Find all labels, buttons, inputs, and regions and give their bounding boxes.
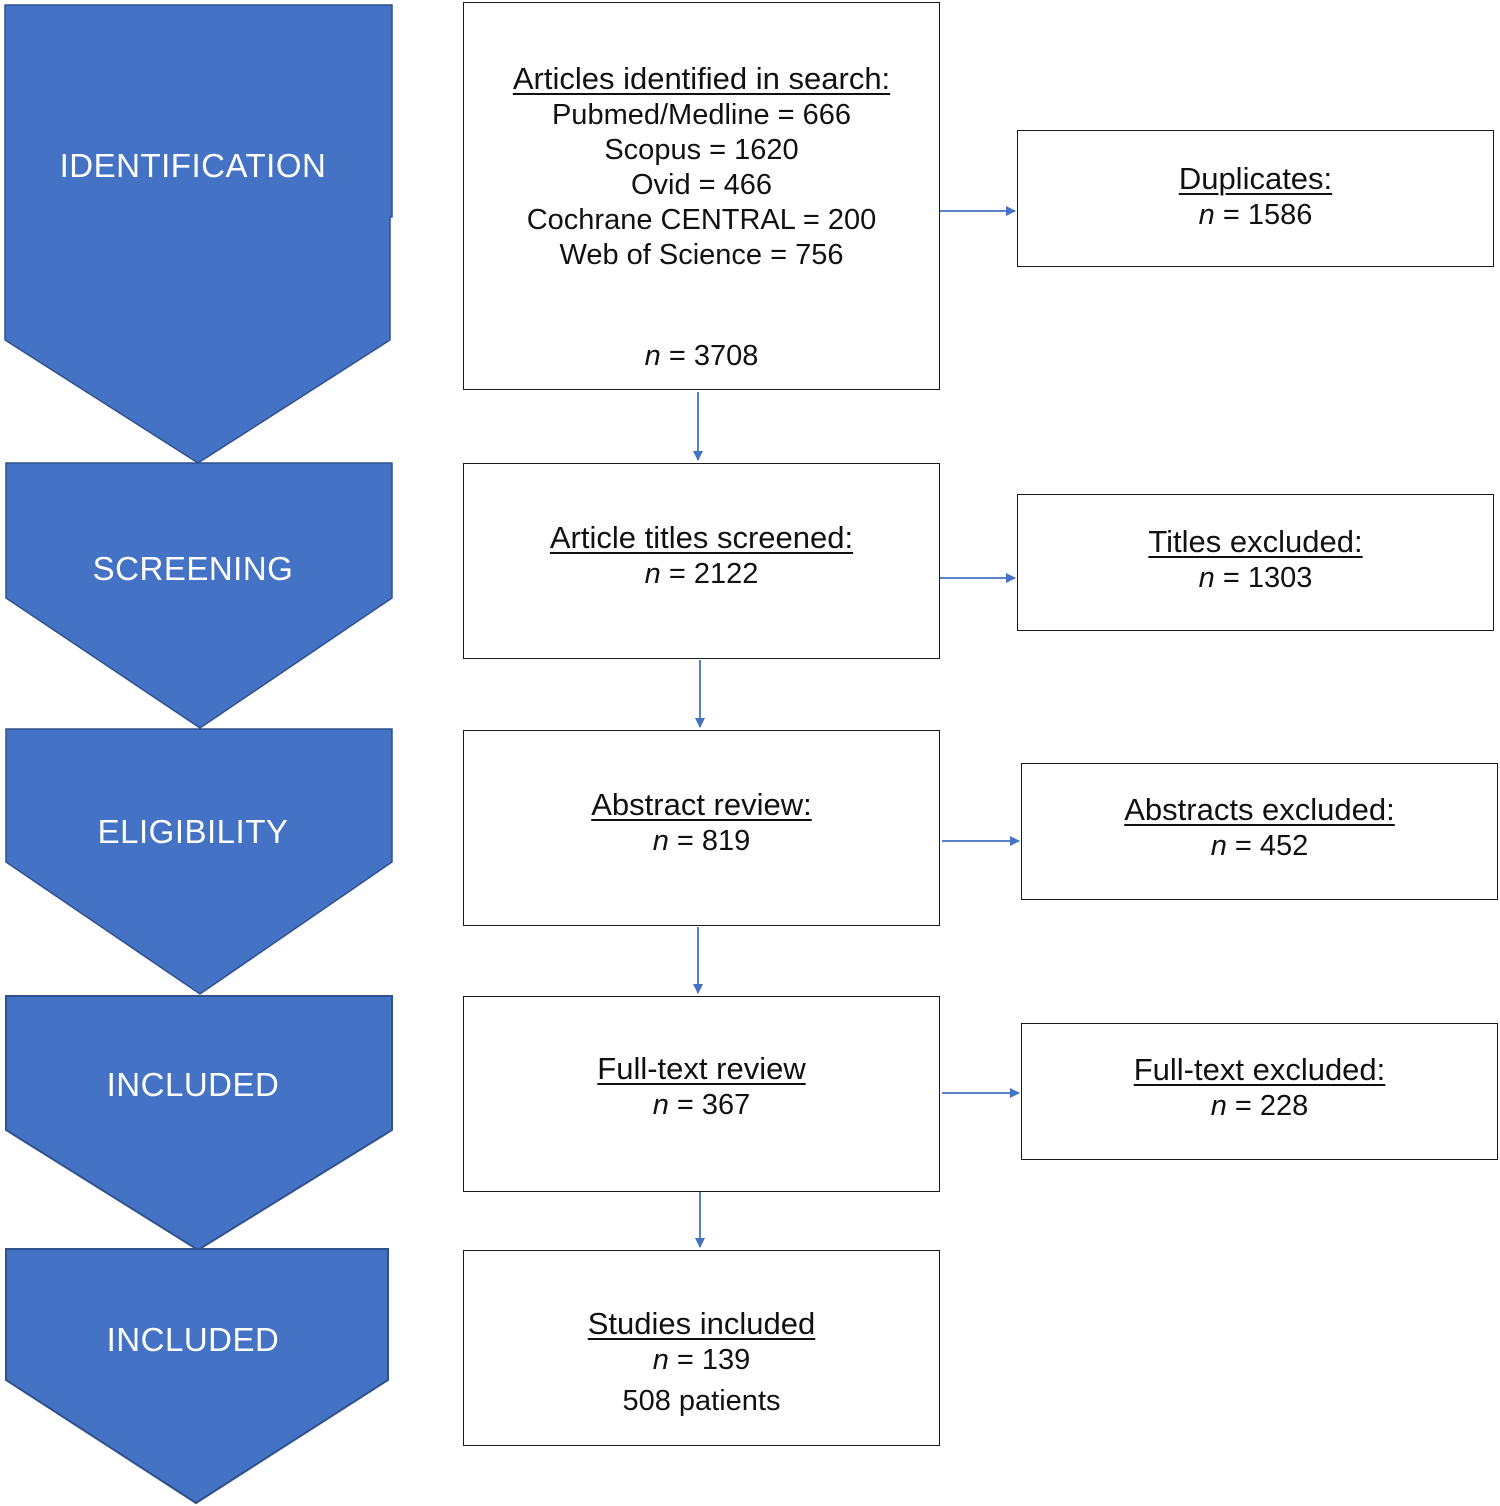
n-value: = 1303 bbox=[1214, 562, 1313, 594]
n-symbol: n bbox=[1198, 562, 1215, 594]
stage-label-included-1: INCLUDED bbox=[106, 1066, 280, 1103]
count-line: n = 139 bbox=[464, 1343, 939, 1378]
source-line: Scopus = 1620 bbox=[604, 134, 799, 166]
box-fulltext-review: Full-text review n = 367 bbox=[463, 996, 940, 1192]
stage-chevron-eligibility bbox=[5, 728, 393, 995]
n-symbol: n bbox=[644, 558, 661, 590]
stage-label-screening: SCREENING bbox=[92, 550, 294, 587]
box-title: Abstracts excluded: bbox=[1124, 792, 1395, 827]
n-value: = 452 bbox=[1226, 830, 1309, 862]
n-symbol: n bbox=[652, 825, 669, 857]
n-symbol: n bbox=[1210, 1090, 1227, 1122]
stage-chevron-included-1 bbox=[5, 995, 393, 1252]
box-title: Article titles screened: bbox=[549, 520, 854, 555]
count-line: n = 1303 bbox=[1018, 561, 1493, 596]
box-title: Studies included bbox=[587, 1306, 816, 1341]
box-articles-identified: Articles identified in search: Pubmed/Me… bbox=[463, 2, 940, 390]
stage-chevron-identification bbox=[4, 4, 393, 464]
count-line: n = 367 bbox=[464, 1088, 939, 1123]
stage-chevron-included-2 bbox=[5, 1248, 389, 1505]
box-abstract-review: Abstract review: n = 819 bbox=[463, 730, 940, 926]
box-titles-excluded: Titles excluded: n = 1303 bbox=[1017, 494, 1494, 631]
count-line: n = 2122 bbox=[464, 557, 939, 592]
n-value: = 139 bbox=[668, 1344, 751, 1376]
count-line: n = 1586 bbox=[1018, 198, 1493, 233]
n-value: = 228 bbox=[1226, 1090, 1309, 1122]
box-abstracts-excluded: Abstracts excluded: n = 452 bbox=[1021, 763, 1498, 900]
n-value: = 1586 bbox=[1214, 199, 1313, 231]
source-line: Web of Science = 756 bbox=[559, 239, 844, 271]
box-titles-screened: Article titles screened: n = 2122 bbox=[463, 463, 940, 659]
count-line: n = 3708 bbox=[464, 339, 939, 374]
box-title: Articles identified in search: bbox=[512, 61, 891, 96]
stage-label-eligibility: ELIGIBILITY bbox=[97, 813, 289, 850]
n-value: = 367 bbox=[668, 1089, 751, 1121]
box-title: Titles excluded: bbox=[1148, 524, 1363, 559]
n-value: = 2122 bbox=[660, 558, 759, 590]
count-line: n = 819 bbox=[464, 824, 939, 859]
box-title: Full-text review bbox=[597, 1051, 806, 1086]
source-line: Cochrane CENTRAL = 200 bbox=[526, 204, 877, 236]
patients-line: 508 patients bbox=[622, 1385, 781, 1417]
box-title: Duplicates: bbox=[1178, 161, 1333, 196]
n-symbol: n bbox=[644, 340, 661, 372]
box-duplicates: Duplicates: n = 1586 bbox=[1017, 130, 1494, 267]
stage-label-included-2: INCLUDED bbox=[106, 1321, 280, 1358]
box-title: Abstract review: bbox=[591, 787, 812, 822]
count-line: n = 228 bbox=[1022, 1089, 1497, 1124]
box-fulltext-excluded: Full-text excluded: n = 228 bbox=[1021, 1023, 1498, 1160]
stage-label-identification: IDENTIFICATION bbox=[59, 147, 327, 184]
n-value: = 819 bbox=[668, 825, 751, 857]
count-line: n = 452 bbox=[1022, 829, 1497, 864]
stage-chevron-screening bbox=[5, 462, 393, 729]
n-symbol: n bbox=[652, 1344, 669, 1376]
box-studies-included: Studies included n = 139 508 patients bbox=[463, 1250, 940, 1446]
source-line: Pubmed/Medline = 666 bbox=[551, 99, 852, 131]
n-symbol: n bbox=[1198, 199, 1215, 231]
n-symbol: n bbox=[1210, 830, 1227, 862]
n-value: = 3708 bbox=[660, 340, 759, 372]
source-line: Ovid = 466 bbox=[630, 169, 773, 201]
n-symbol: n bbox=[652, 1089, 669, 1121]
box-title: Full-text excluded: bbox=[1133, 1052, 1386, 1087]
